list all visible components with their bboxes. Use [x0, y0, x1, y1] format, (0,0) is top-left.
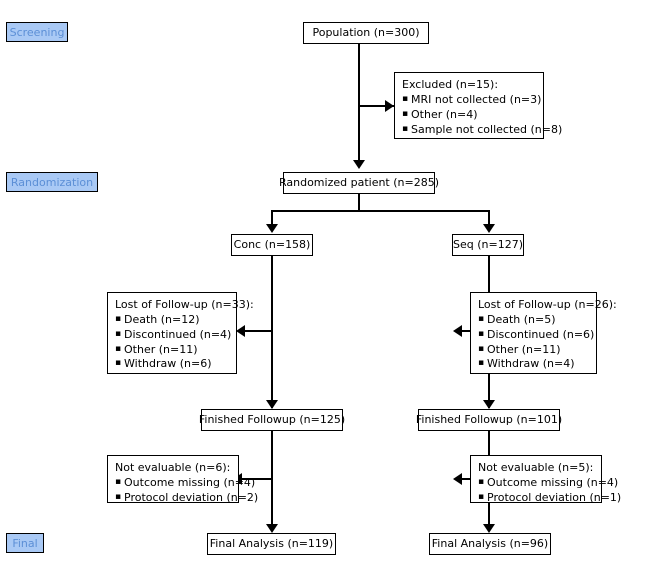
node-not-evaluable-seq-head: Not evaluable (n=5): — [478, 461, 594, 474]
node-lost-followup-seq[interactable]: Lost of Follow-up (n=26): Death (n=5) Di… — [470, 292, 617, 374]
node-not-evaluable-seq-list: Outcome missing (n=4) Protocol deviation… — [478, 476, 621, 506]
list-item: Discontinued (n=6) — [478, 328, 594, 343]
node-arm-seq-label: Seq (n=127) — [453, 237, 523, 251]
connector-conc-to-not-evaluable — [240, 478, 272, 480]
node-finished-followup-conc[interactable]: Finished Followup (n=125) — [198, 409, 346, 431]
node-population-label: Population (n=300) — [312, 25, 420, 39]
arrowhead-lost-conc — [236, 325, 245, 337]
node-excluded-head: Excluded (n=15): — [402, 78, 499, 91]
connector-finished-to-final-conc — [271, 431, 273, 531]
phase-label-randomization-text: Randomization — [10, 175, 94, 189]
node-lost-followup-conc-list: Death (n=12) Discontinued (n=4) Other (n… — [115, 313, 231, 372]
node-final-analysis-seq-label: Final Analysis (n=96) — [431, 536, 549, 550]
arrowhead-conc — [266, 224, 278, 233]
arrowhead-final-seq — [483, 524, 495, 533]
phase-label-final-text: Final — [12, 536, 38, 550]
connector-bus-to-seq — [488, 210, 490, 226]
node-randomized[interactable]: Randomized patient (n=285) — [279, 172, 439, 194]
connector-arm-split-bus — [271, 210, 490, 212]
node-not-evaluable-conc-head: Not evaluable (n=6): — [115, 461, 231, 474]
list-item: Other (n=4) — [402, 108, 536, 123]
connector-conc-to-lost — [243, 330, 272, 332]
list-item: Death (n=5) — [478, 313, 589, 328]
list-item: Outcome missing (n=4) — [115, 476, 255, 491]
node-lost-followup-conc[interactable]: Lost of Follow-up (n=33): Death (n=12) D… — [107, 292, 254, 374]
arrowhead-seq — [483, 224, 495, 233]
connector-conc-to-finished — [271, 256, 273, 408]
node-lost-followup-seq-head: Lost of Follow-up (n=26): — [478, 298, 617, 311]
node-excluded[interactable]: Excluded (n=15): MRI not collected (n=3)… — [394, 72, 562, 139]
list-item: Protocol deviation (n=1) — [478, 491, 621, 506]
arrowhead-finished-conc — [266, 400, 278, 409]
node-lost-followup-seq-list: Death (n=5) Discontinued (n=6) Other (n=… — [478, 313, 594, 372]
list-item: Withdraw (n=6) — [115, 357, 229, 372]
list-item: Death (n=12) — [115, 313, 229, 328]
arrowhead-excluded — [385, 100, 394, 112]
node-not-evaluable-seq[interactable]: Not evaluable (n=5): Outcome missing (n=… — [470, 455, 621, 506]
node-finished-followup-seq-label: Finished Followup (n=101) — [415, 412, 563, 426]
node-finished-followup-conc-label: Finished Followup (n=125) — [198, 412, 346, 426]
arrowhead-finished-seq — [483, 400, 495, 409]
node-arm-conc[interactable]: Conc (n=158) — [231, 234, 313, 256]
list-item: Discontinued (n=4) — [115, 328, 231, 343]
arrowhead-final-conc — [266, 524, 278, 533]
connector-population-to-excluded — [358, 105, 394, 107]
phase-label-randomization[interactable]: Randomization — [6, 172, 98, 192]
list-item: MRI not collected (n=3) — [402, 93, 541, 108]
list-item: Sample not collected (n=8) — [402, 123, 562, 138]
node-not-evaluable-conc-list: Outcome missing (n=4) Protocol deviation… — [115, 476, 258, 506]
connector-bus-to-conc — [271, 210, 273, 226]
arrowhead-randomized — [353, 160, 365, 169]
node-not-evaluable-conc[interactable]: Not evaluable (n=6): Outcome missing (n=… — [107, 455, 258, 506]
node-excluded-list: MRI not collected (n=3) Other (n=4) Samp… — [402, 93, 562, 138]
node-arm-conc-label: Conc (n=158) — [233, 237, 311, 251]
node-final-analysis-seq[interactable]: Final Analysis (n=96) — [429, 533, 551, 555]
node-final-analysis-conc-label: Final Analysis (n=119) — [209, 536, 334, 550]
connector-randomized-drop — [358, 194, 360, 212]
phase-label-screening[interactable]: Screening — [6, 22, 68, 42]
arrowhead-lost-seq — [453, 325, 462, 337]
list-item: Withdraw (n=4) — [478, 357, 589, 372]
node-lost-followup-conc-head: Lost of Follow-up (n=33): — [115, 298, 254, 311]
list-item: Other (n=11) — [478, 343, 589, 358]
node-population[interactable]: Population (n=300) — [303, 22, 429, 44]
phase-label-final[interactable]: Final — [6, 533, 44, 553]
arrowhead-not-evaluable-seq — [453, 473, 462, 485]
phase-label-screening-text: Screening — [9, 25, 65, 39]
node-arm-seq[interactable]: Seq (n=127) — [452, 234, 524, 256]
node-finished-followup-seq[interactable]: Finished Followup (n=101) — [415, 409, 563, 431]
list-item: Protocol deviation (n=2) — [115, 491, 258, 506]
node-final-analysis-conc[interactable]: Final Analysis (n=119) — [207, 533, 336, 555]
list-item: Outcome missing (n=4) — [478, 476, 618, 491]
list-item: Other (n=11) — [115, 343, 229, 358]
node-randomized-label: Randomized patient (n=285) — [278, 175, 440, 189]
